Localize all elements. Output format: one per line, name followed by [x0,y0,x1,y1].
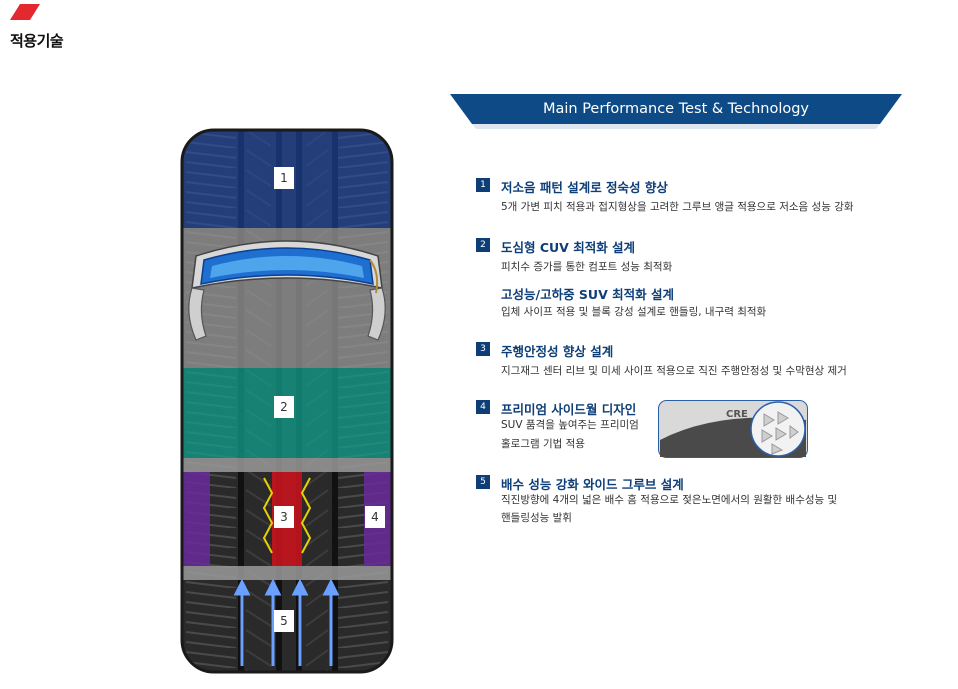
feature-desc-5a: 직진방향에 4개의 넓은 배수 홈 적용으로 젖은노면에서의 원활한 배수성능 … [501,494,838,506]
red-slash-logo [10,4,40,20]
tire-marker-5: 5 [274,610,294,632]
feature-index-2: 2 [476,238,490,252]
feature-title-4: 프리미엄 사이드월 디자인 [501,402,637,417]
sidewall-hologram-image: CRE [658,400,808,458]
feature-desc-5b: 핸들링성능 발휘 [501,512,572,524]
tire-marker-2: 2 [274,396,294,418]
feature-index-5: 5 [476,475,490,489]
feature-index-4: 4 [476,400,490,414]
tire-tread-graphic [180,128,394,674]
tire-marker-4: 4 [365,506,385,528]
feature-title-2: 도심형 CUV 최적화 설계 [501,240,636,255]
feature-index-1: 1 [476,178,490,192]
feature-desc-4a: SUV 품격을 높여주는 프리미엄 [501,419,639,431]
feature-desc-3: 지그재그 센터 리브 및 미세 사이프 적용으로 직진 주행안정성 및 수막현상… [501,365,847,377]
svg-text:CRE: CRE [726,409,748,420]
tire-marker-3: 3 [274,506,294,528]
tire-illustration: 1 2 3 4 5 [176,128,398,674]
feature-index-3: 3 [476,342,490,356]
zone-4-overlay [182,472,210,566]
banner-title: Main Performance Test & Technology [542,101,810,117]
tire-marker-1: 1 [274,167,294,189]
tire-cross-section [188,240,386,341]
feature-title-1: 저소음 패턴 설계로 정숙성 향상 [501,180,668,195]
feature-desc-4b: 홀로그램 기법 적용 [501,438,585,450]
feature-title-3: 주행안정성 향상 설계 [501,344,614,359]
section-banner: Main Performance Test & Technology [450,94,902,130]
feature-2-sub-title: 고성능/고하중 SUV 최적화 설계 [501,287,674,302]
feature-desc-1: 5개 가변 피치 적용과 접지형상을 고려한 그루브 앵글 적용으로 저소음 성… [501,201,854,213]
drainage-arrows [233,578,340,666]
feature-2-sub-desc: 입체 사이프 적용 및 블록 강성 설계로 핸들링, 내구력 최적화 [501,306,767,318]
feature-desc-2: 피치수 증가를 통한 컴포트 성능 최적화 [501,261,673,273]
page-title: 적용기술 [10,32,64,50]
feature-title-5: 배수 성능 강화 와이드 그루브 설계 [501,477,684,492]
